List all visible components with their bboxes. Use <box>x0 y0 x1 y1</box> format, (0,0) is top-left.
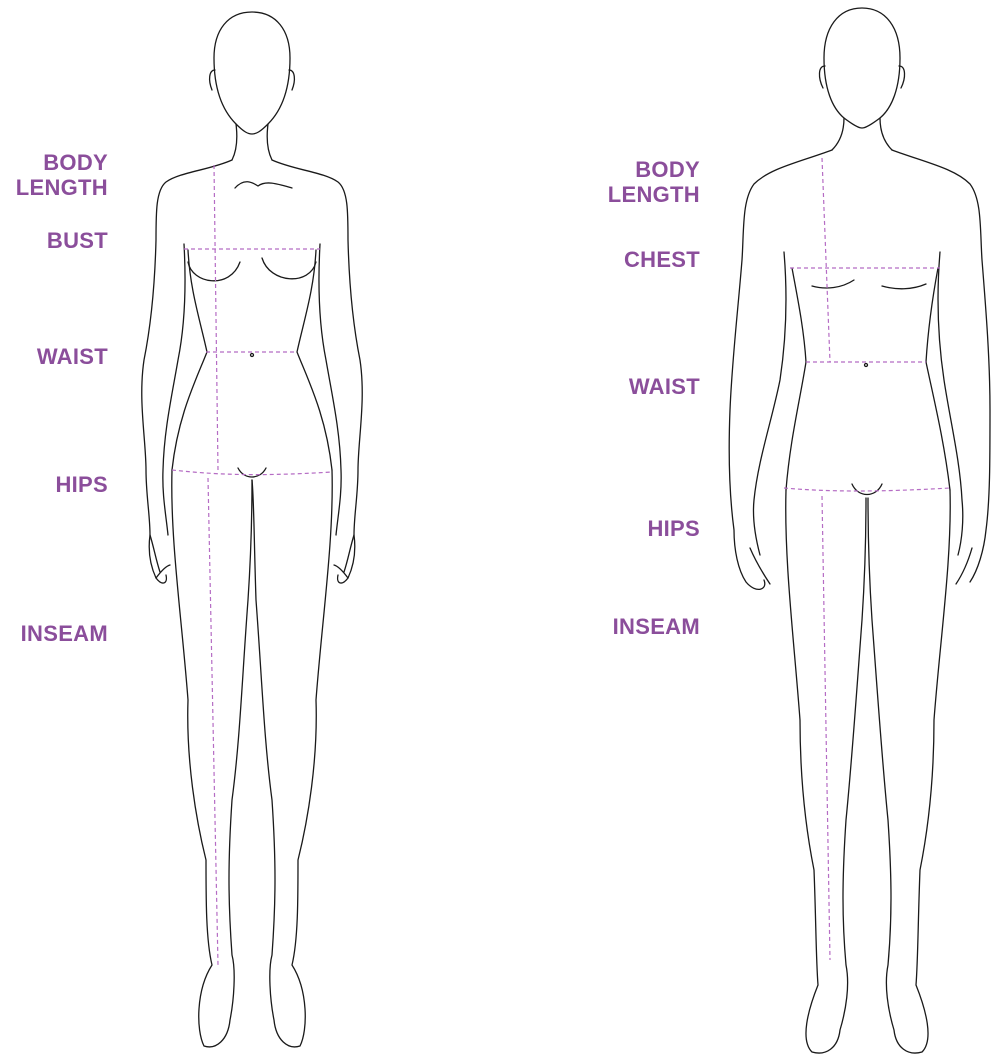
female-inseam-label: INSEAM <box>6 621 108 646</box>
female-body-length-line2: LENGTH <box>6 175 108 200</box>
male-hips-line <box>784 488 950 491</box>
female-hips-line <box>172 470 332 475</box>
male-left-inner-arm <box>753 252 786 555</box>
female-body-length-label: BODY LENGTH <box>6 150 108 200</box>
male-crotch <box>852 484 882 495</box>
female-measure-lines <box>172 165 332 965</box>
male-left-outline <box>729 150 832 589</box>
female-torso-left <box>172 250 207 470</box>
female-collarbone <box>235 182 292 188</box>
male-waist-label: WAIST <box>590 374 700 399</box>
male-body-length-label: BODY LENGTH <box>590 157 700 207</box>
male-inseam-label: INSEAM <box>590 614 700 639</box>
male-inseam-line <box>822 496 830 960</box>
male-hips-label: HIPS <box>590 516 700 541</box>
female-left-leg <box>172 470 252 1047</box>
female-body-length-line1: BODY <box>6 150 108 175</box>
female-hips-label: HIPS <box>6 472 108 497</box>
female-navel <box>251 354 254 357</box>
male-right-outline <box>892 150 990 582</box>
male-left-leg <box>786 490 866 1053</box>
female-right-leg <box>252 470 332 1047</box>
male-chest-left <box>812 280 854 288</box>
male-chest-right <box>882 284 926 289</box>
male-navel <box>865 364 868 367</box>
female-torso-right <box>297 250 332 470</box>
female-crotch <box>238 468 266 477</box>
female-bust-label: BUST <box>6 228 108 253</box>
female-waist-label: WAIST <box>6 344 108 369</box>
female-neck <box>232 124 272 160</box>
male-neck <box>832 118 892 150</box>
female-left-inner-arm <box>163 244 185 535</box>
male-torso-left <box>786 268 806 490</box>
female-right-outline <box>272 160 362 583</box>
female-left-outline <box>142 160 232 583</box>
male-body-length-line <box>822 158 830 362</box>
male-figure <box>729 8 990 1053</box>
female-bust-right <box>262 258 316 279</box>
male-right-leg <box>868 490 950 1053</box>
male-body-length-line1: BODY <box>590 157 700 182</box>
female-right-inner-arm <box>319 244 341 535</box>
male-body-length-line2: LENGTH <box>590 182 700 207</box>
male-head <box>824 8 900 128</box>
male-chest-label: CHEST <box>590 247 700 272</box>
female-body-length-line <box>214 165 218 470</box>
female-inseam-line <box>208 478 218 965</box>
female-figure <box>142 12 362 1047</box>
female-bust-left <box>188 262 240 281</box>
female-head <box>214 12 290 134</box>
